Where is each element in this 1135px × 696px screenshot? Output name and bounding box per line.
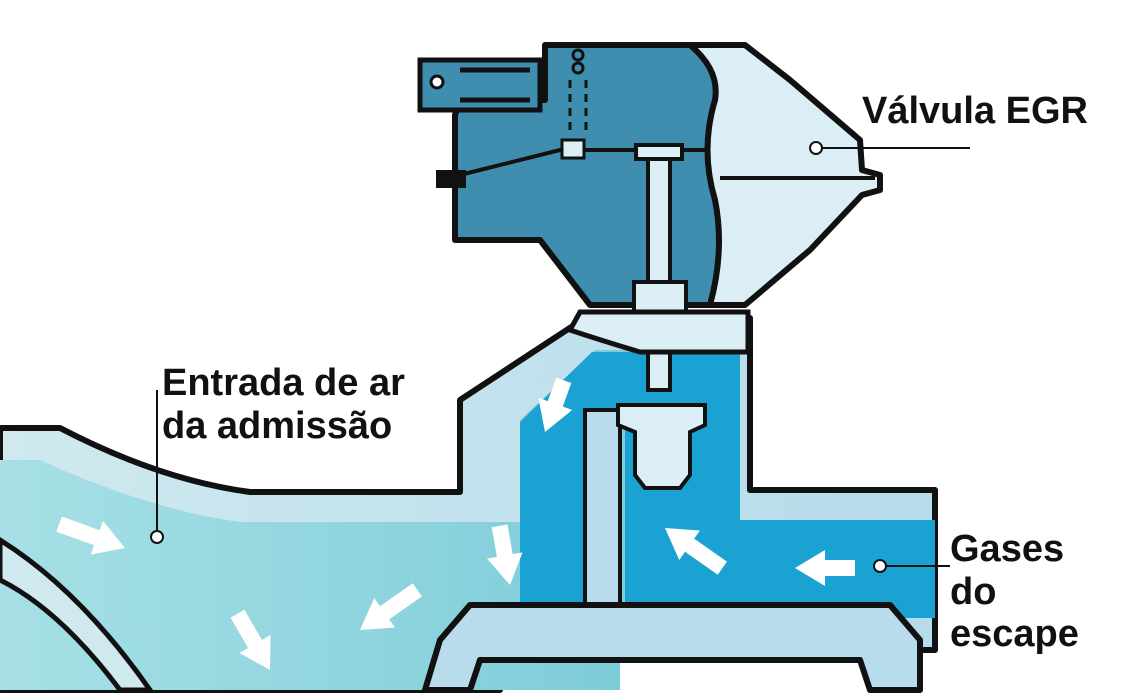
label-air-intake: Entrada de ar da admissão bbox=[162, 362, 405, 447]
poppet-valve bbox=[616, 403, 707, 490]
callout-leaders bbox=[156, 147, 970, 567]
flow-arrow-icon bbox=[795, 550, 855, 586]
label-egr-valve: Válvula EGR bbox=[862, 90, 1088, 133]
exhaust-chamber bbox=[520, 352, 935, 618]
label-exhaust-line3: escape bbox=[950, 613, 1079, 656]
label-air-intake-line2: da admissão bbox=[162, 404, 393, 447]
flow-arrow-icon bbox=[538, 377, 573, 432]
base-flange bbox=[422, 602, 923, 693]
label-air-intake-line1: Entrada de ar bbox=[162, 362, 405, 404]
flow-arrows bbox=[56, 377, 855, 670]
flow-arrow-icon bbox=[665, 528, 727, 575]
flow-arrow-icon bbox=[360, 583, 422, 630]
valve-body-right bbox=[687, 42, 883, 308]
flow-arrow-icon bbox=[56, 516, 125, 555]
control-rod bbox=[560, 48, 588, 160]
divider-wall bbox=[583, 408, 622, 612]
label-exhaust-line2: do bbox=[950, 570, 997, 613]
flow-arrow-icon bbox=[230, 609, 271, 670]
valve-seat-plate bbox=[566, 309, 751, 355]
label-exhaust-gases: Gases do escape bbox=[950, 528, 1079, 656]
vacuum-port-icon bbox=[417, 57, 543, 188]
stem-cap bbox=[634, 143, 684, 161]
flow-arrow-icon bbox=[487, 524, 523, 585]
callout-dot-icon bbox=[150, 141, 887, 573]
intake-lower-wall bbox=[0, 537, 155, 693]
label-exhaust-line1: Gases bbox=[950, 528, 1065, 570]
label-egr-valve-text: Válvula EGR bbox=[862, 90, 1088, 132]
stem-guide bbox=[632, 280, 688, 314]
